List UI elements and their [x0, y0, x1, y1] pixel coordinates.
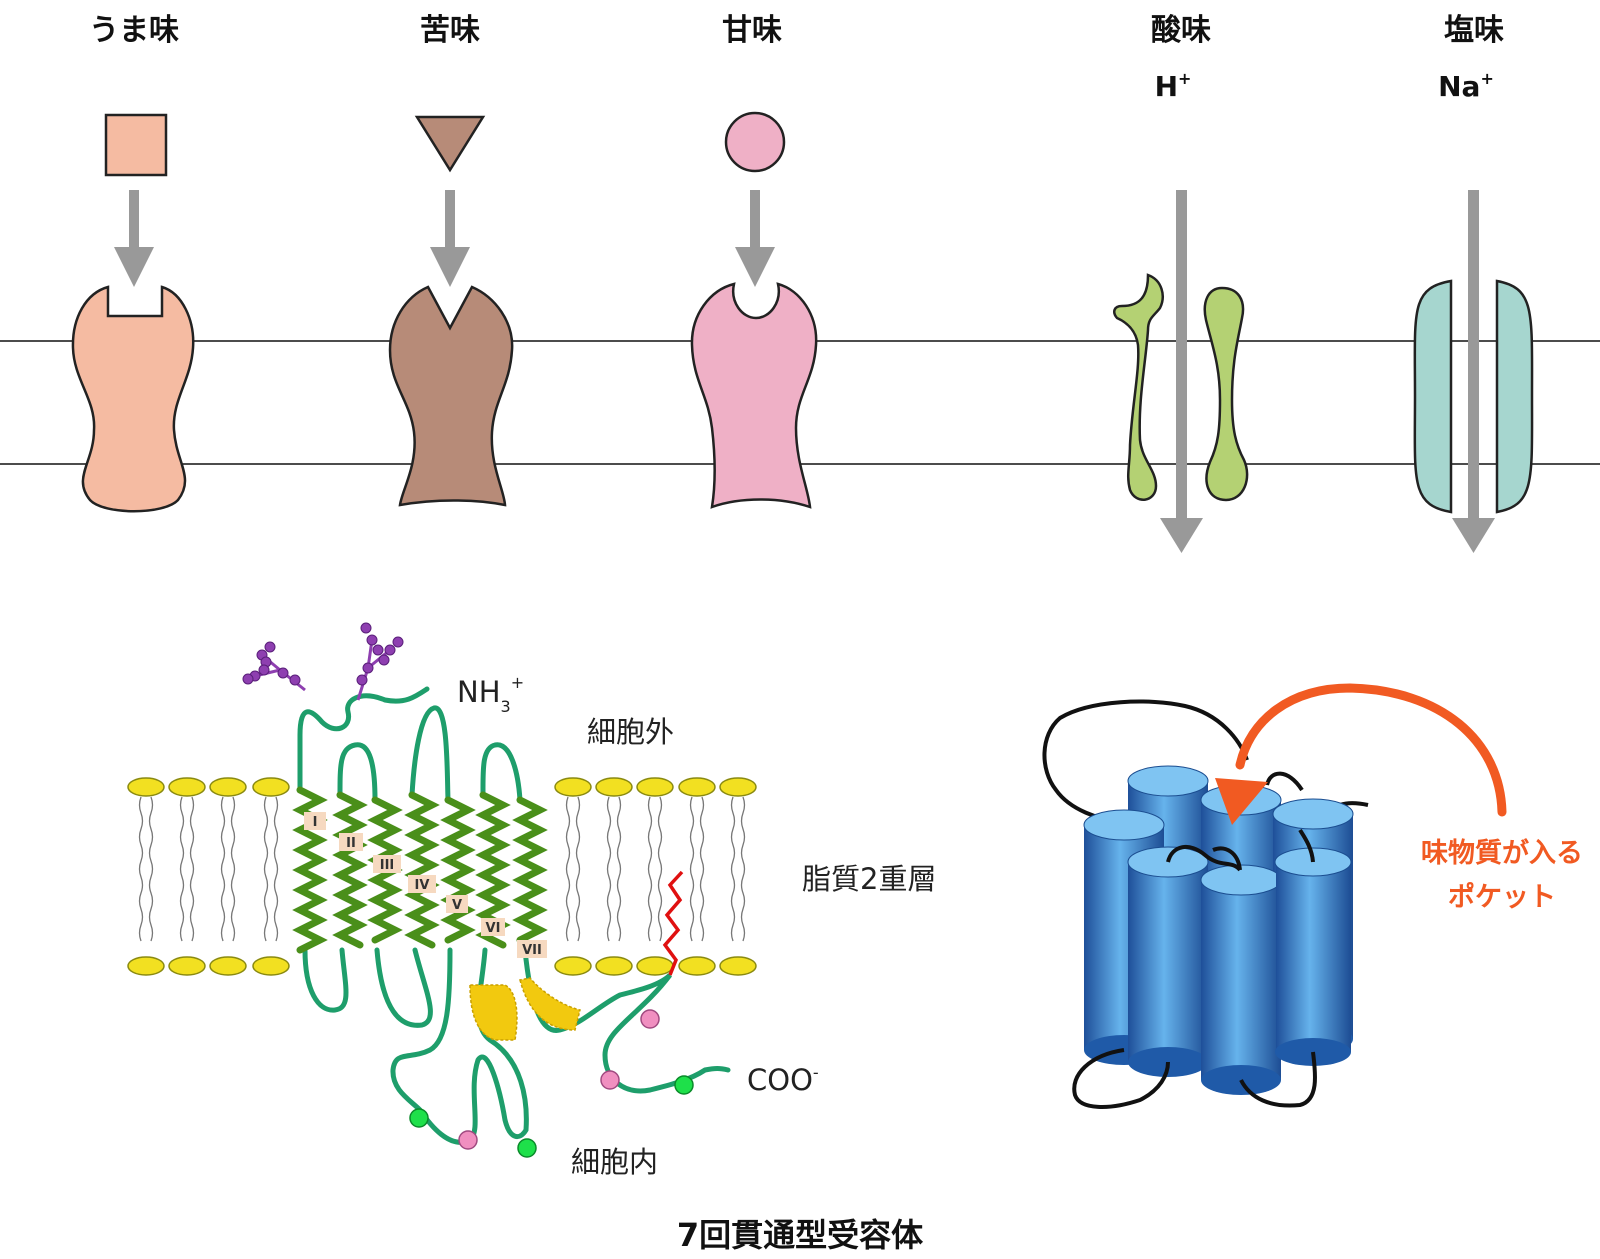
lipid-bilayer-right	[554, 777, 757, 976]
bead-green	[517, 1138, 537, 1158]
pocket-arrow	[1235, 683, 1507, 817]
loop-bottom	[1072, 1048, 1170, 1109]
sweet-ligand-circle	[724, 111, 786, 173]
helix-cylinder	[1274, 847, 1352, 1066]
ligand-arrow-sweet	[735, 190, 775, 287]
bead-green	[409, 1108, 429, 1128]
bead-green	[674, 1075, 694, 1095]
ion-label-na: Na+	[1438, 69, 1494, 103]
bitter-receptor	[388, 285, 514, 507]
taste-title-bitter: 苦味	[420, 13, 480, 48]
loop-front	[1212, 846, 1242, 871]
ligand-arrow-umami	[114, 190, 154, 287]
lipid-bilayer-left	[127, 777, 290, 976]
intracellular-label: 細胞内	[571, 1145, 658, 1179]
salt-channel-left	[1413, 279, 1453, 514]
bead-pink	[640, 1009, 660, 1029]
helix-label-5: V	[452, 898, 462, 913]
ligand-arrow-bitter	[430, 190, 470, 287]
bead-pink	[458, 1130, 478, 1150]
coo-label: COO-	[747, 1063, 819, 1097]
umami-receptor	[71, 285, 195, 513]
pocket-label-line-2: ポケット	[1448, 882, 1556, 913]
glycosylation-chains	[242, 622, 404, 701]
figure-caption: 7回貫通型受容体	[677, 1216, 923, 1254]
helix-label-6: VI	[486, 921, 501, 936]
ion-arrow-na	[1452, 190, 1495, 553]
lipid-bilayer-label: 脂質2重層	[802, 862, 936, 896]
helix-label-1: I	[313, 815, 318, 830]
gpcr-loops	[297, 686, 731, 1145]
helix-label-7: VII	[522, 943, 542, 958]
sour-channel-right	[1203, 286, 1249, 502]
loop-front	[1166, 845, 1242, 872]
pocket-label-line-1: 味物質が入る	[1421, 837, 1583, 869]
ion-label-h: H+	[1155, 69, 1192, 103]
sweet-receptor	[690, 282, 818, 509]
sour-channel-left	[1113, 273, 1164, 501]
helix-label-4: IV	[415, 878, 430, 893]
loop-bottom	[1239, 1051, 1317, 1108]
taste-title-sour: 酸味	[1151, 13, 1211, 48]
gpcr-schematic: I II III IV V VI VII NH3+ 細胞外 脂質2重層 COO-…	[127, 622, 936, 1179]
loop-back	[1265, 771, 1304, 792]
extracellular-label: 細胞外	[587, 715, 674, 749]
loop-back	[1042, 699, 1249, 824]
pocket-arrowhead	[1215, 778, 1268, 825]
helix-cylinder	[1127, 846, 1209, 1077]
helix-label-3: III	[380, 858, 395, 873]
taste-title-salt: 塩味	[1444, 13, 1504, 48]
helix-cylinder	[1200, 864, 1282, 1095]
gpcr-binding-region	[469, 977, 581, 1041]
salt-channel-right	[1495, 279, 1534, 514]
ion-arrow-h	[1160, 190, 1203, 553]
loop-front	[1298, 828, 1315, 863]
bitter-ligand-triangle	[414, 115, 486, 173]
helix-label-2: II	[346, 836, 356, 851]
helix-labels: I II III IV V VI VII	[304, 812, 547, 958]
seven-tm-cylinder-model: 味物質が入る ポケット	[1042, 683, 1583, 1109]
lipid-tails-right	[565, 796, 746, 942]
taste-title-umami: うま味	[89, 13, 179, 48]
nh3-label: NH3+	[457, 673, 524, 716]
lipid-tails-left	[138, 796, 279, 942]
umami-ligand-square	[104, 113, 168, 177]
palmitoyl-chain	[662, 870, 684, 976]
bead-pink	[600, 1070, 620, 1090]
taste-title-sweet: 甘味	[722, 13, 782, 48]
